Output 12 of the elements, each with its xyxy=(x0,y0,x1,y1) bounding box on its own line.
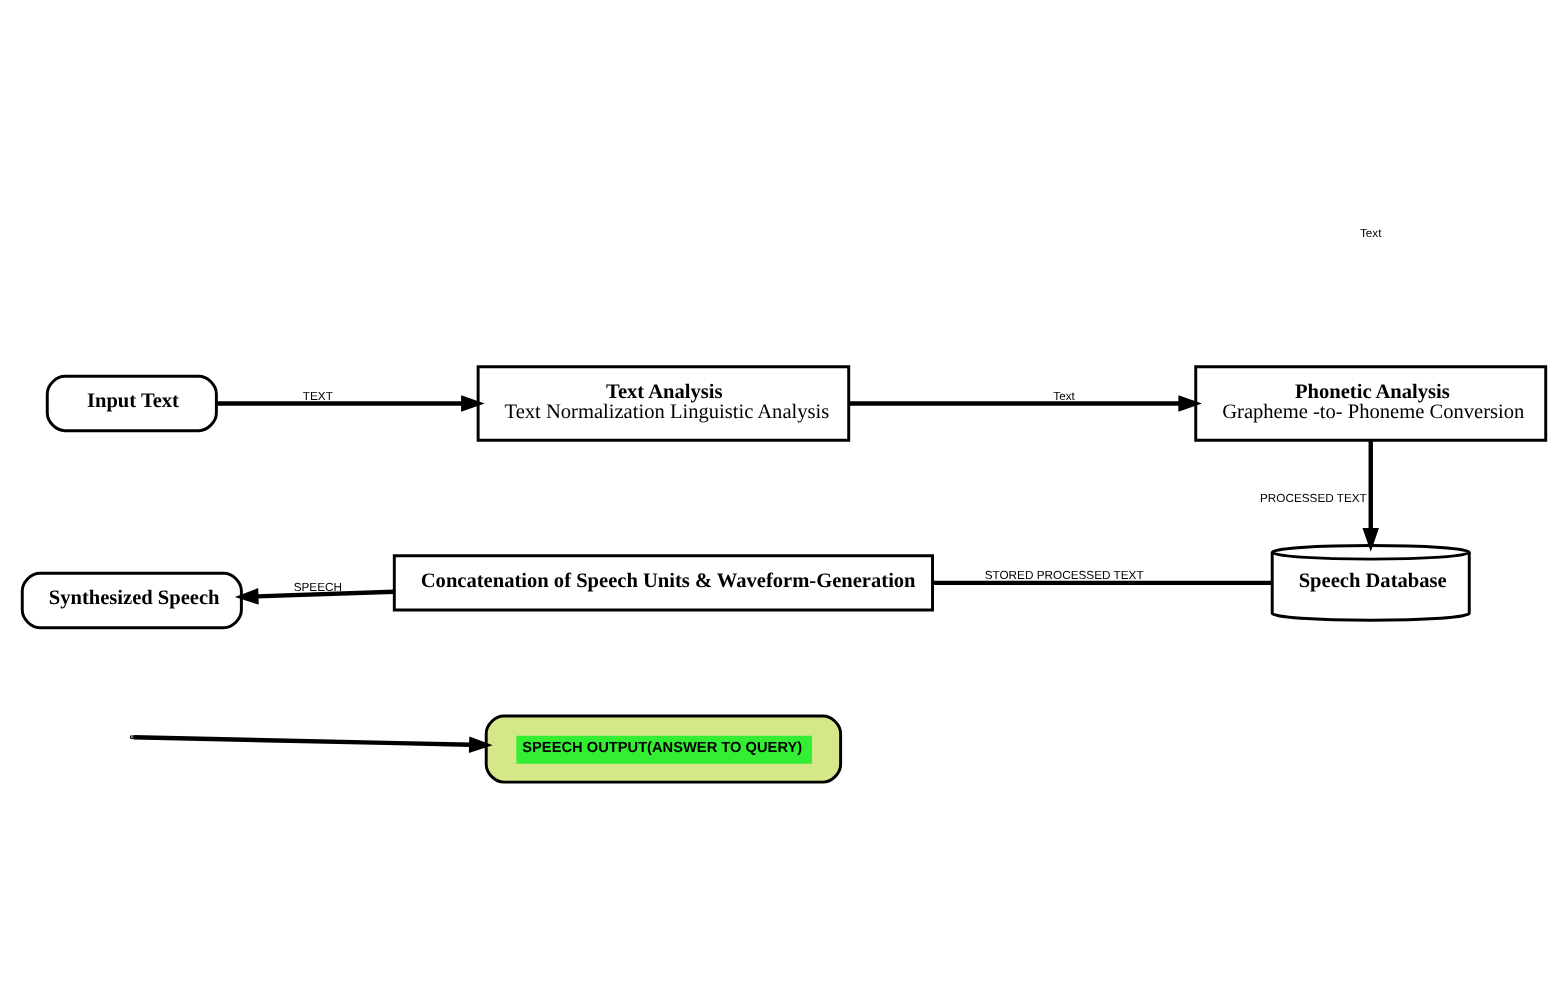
arrow xyxy=(849,395,1202,412)
arrow xyxy=(133,735,493,753)
node-box: Concatenation of Speech Units & Waveform-Generation xyxy=(392,554,934,612)
node-box: Input Text xyxy=(45,374,218,433)
arrow xyxy=(1362,440,1379,552)
node-box: Text Analysis Text Normalization Linguistic Analysis xyxy=(476,365,851,442)
node-box: SPEECH OUTPUT(ANSWER TO QUERY) xyxy=(484,714,843,784)
arrow xyxy=(234,588,394,605)
connector xyxy=(932,580,1272,586)
arrow xyxy=(216,395,485,412)
node-box: Synthesized Speech xyxy=(20,571,243,630)
node-box: Phonetic Analysis Grapheme -to- Phoneme Conversion xyxy=(1194,365,1548,442)
